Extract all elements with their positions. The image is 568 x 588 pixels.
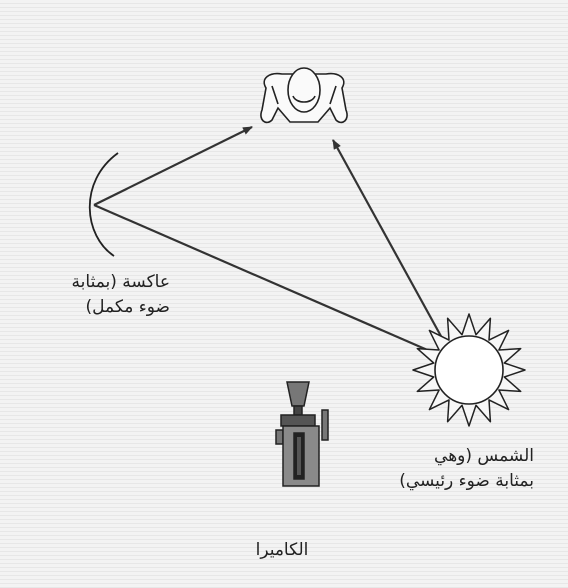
reflector-label: عاكسة (بمثابة ضوء مكمل): [58, 270, 170, 320]
sun-icon: [413, 314, 525, 426]
camera-icon: [276, 382, 328, 486]
reflector-label-line2: ضوء مكمل): [58, 295, 170, 320]
reflector-label-line1: عاكسة (بمثابة: [58, 270, 170, 295]
camera-label: الكاميرا: [244, 538, 320, 563]
sun-label-line1: الشمس (وهي: [384, 444, 534, 469]
sun-label: الشمس (وهي بمثابة ضوء رئيسي): [384, 444, 534, 494]
sun-disc: [435, 336, 503, 404]
sun-label-line2: بمثابة ضوء رئيسي): [384, 469, 534, 494]
arrow-reflector-to-subject: [94, 127, 252, 205]
person-top-view-icon: [261, 68, 347, 122]
arrow-sun-to-subject: [333, 140, 442, 338]
